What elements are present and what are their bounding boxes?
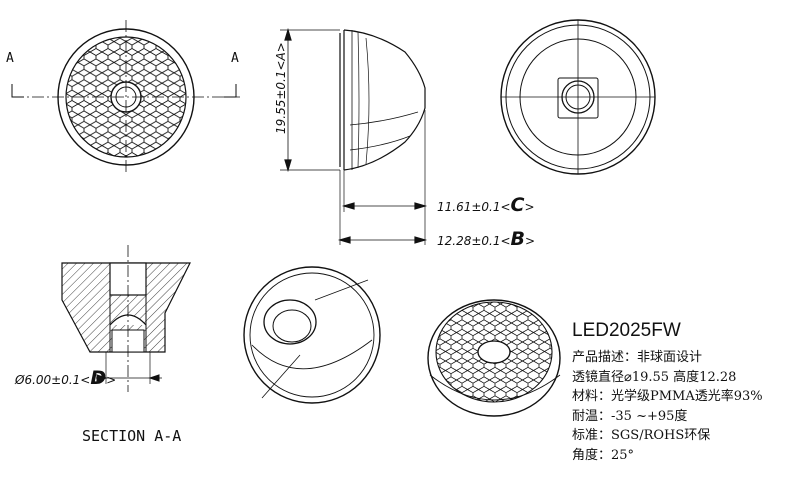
section-marker-right: A [231, 51, 239, 66]
spec-material: 材料：光学级PMMA透光率93% [572, 389, 763, 405]
rear-view [500, 19, 656, 175]
dim-bore-tail: > [106, 373, 116, 387]
spec-temperature: 耐温：-35 ~+95度 [572, 408, 688, 424]
side-view [280, 27, 428, 245]
dim-height-c-tail: > [525, 200, 535, 214]
dim-diameter: 19.55±0.1<A> [274, 42, 288, 134]
section-marker-left: A [6, 51, 14, 66]
dim-bore-text: Ø6.00±0.1< [14, 373, 90, 387]
front-view-hex: A A [6, 20, 240, 175]
dim-height-b: 12.28±0.1<B> [437, 228, 535, 250]
dim-bore: Ø6.00±0.1<D> [14, 367, 116, 389]
spec-standard: 标准：SGS/ROHS环保 [572, 428, 711, 444]
spec-angle: 角度：25° [572, 447, 635, 463]
dim-bore-letter: D [90, 367, 106, 389]
spec-size: 透镜直径⌀19.55 高度12.28 [572, 369, 737, 385]
dim-height-c: 11.61±0.1<C> [437, 194, 535, 216]
dim-height-b-text: 12.28±0.1< [437, 234, 511, 248]
dim-height-c-text: 11.61±0.1< [437, 200, 511, 214]
dim-height-b-letter: B [511, 228, 525, 250]
section-view [61, 245, 191, 392]
dim-height-c-letter: C [511, 194, 525, 216]
model-name: LED2025FW [572, 320, 681, 341]
isometric-front [427, 299, 561, 417]
section-caption: SECTION A-A [82, 427, 181, 445]
dim-height-b-tail: > [525, 234, 535, 248]
product-info: LED2025FW 产品描述：非球面设计 透镜直径⌀19.55 高度12.28 … [572, 320, 797, 466]
spec-description: 产品描述：非球面设计 [572, 350, 703, 365]
isometric-rear [243, 266, 381, 404]
